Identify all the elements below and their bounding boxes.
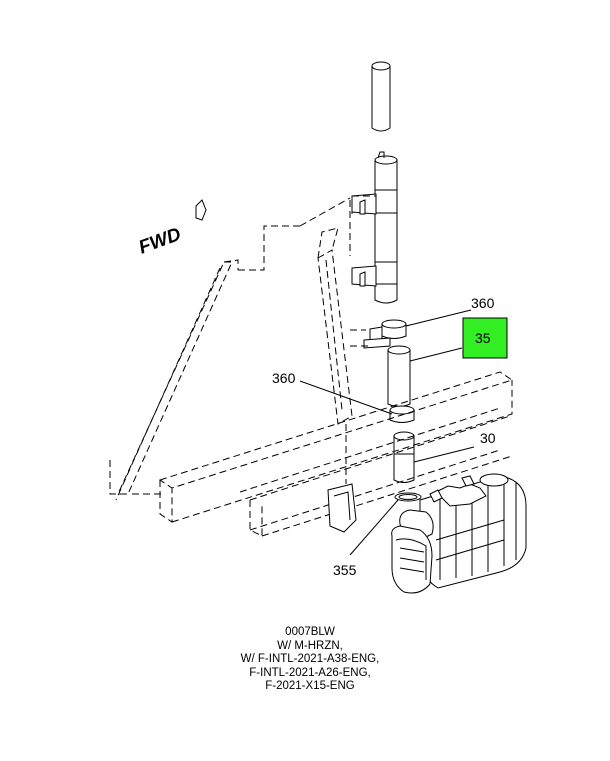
caption-line: 0007BLW	[285, 626, 335, 638]
caption-line: W/ F-INTL-2021-A38-ENG,	[240, 653, 380, 665]
frame-rail	[158, 371, 514, 537]
leader-360-top	[405, 309, 472, 327]
aftertreatment-unit	[391, 473, 527, 594]
fwd-label: FWD	[136, 224, 184, 259]
exhaust-tailpipe	[371, 61, 391, 132]
band-clamp-mid	[389, 405, 415, 423]
leader-35	[409, 347, 463, 362]
callout-30[interactable]: 30	[480, 430, 496, 446]
caption-line: W/ M-HRZN,	[277, 639, 343, 652]
pipe-30	[393, 431, 415, 483]
gasket-355	[394, 492, 422, 502]
callout-35-highlight	[462, 317, 508, 359]
diagram-caption: 0007BLW W/ M-HRZN, W/ F-INTL-2021-A38-EN…	[205, 626, 415, 694]
leader-360-mid	[299, 380, 393, 415]
upper-bracket	[351, 193, 377, 215]
callout-355[interactable]: 355	[333, 562, 357, 578]
lower-mount-bracket	[327, 424, 357, 533]
lower-bracket	[351, 265, 377, 287]
leader-lines	[299, 309, 475, 556]
caption-line: F-2021-X15-ENG	[265, 680, 355, 692]
callout-360-mid[interactable]: 360	[272, 370, 296, 386]
caption-line: F-INTL-2021-A26-ENG,	[249, 666, 371, 679]
leader-355	[349, 499, 399, 556]
diagonal-strut	[109, 225, 300, 501]
callout-360-top[interactable]: 360	[471, 295, 495, 311]
reference-lines	[132, 197, 351, 495]
fwd-arrow-icon	[195, 199, 207, 221]
pipe-35	[387, 345, 411, 407]
forward-direction-indicator: FWD	[136, 199, 207, 259]
leader-30	[413, 446, 475, 463]
exhaust-stack-pipe	[374, 151, 398, 304]
callout-35[interactable]: 35	[475, 330, 491, 346]
support-column	[317, 195, 376, 425]
band-clamp-top	[363, 319, 407, 349]
